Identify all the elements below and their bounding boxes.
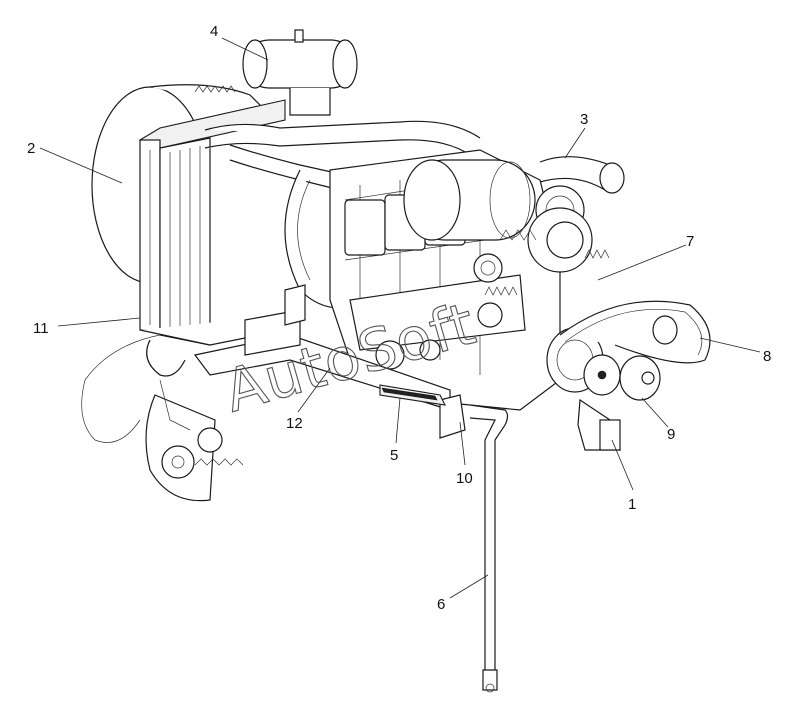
leader-1 <box>611 439 634 491</box>
callout-10: 10 <box>456 470 473 487</box>
air-cleaner <box>403 159 536 241</box>
front-pulleys <box>546 300 711 451</box>
callout-5: 5 <box>390 447 398 464</box>
intake-hose <box>539 156 625 194</box>
callout-2: 2 <box>27 140 35 157</box>
callout-3: 3 <box>580 111 588 128</box>
leader-3 <box>564 127 586 159</box>
upper-hose <box>204 120 481 191</box>
cable-loop <box>81 334 161 443</box>
callout-8: 8 <box>763 348 771 365</box>
leader-8 <box>699 337 761 353</box>
air-tank <box>242 29 358 116</box>
leader-9 <box>641 397 669 428</box>
callout-labels: 1 2 3 4 5 6 7 8 9 10 11 12 <box>27 23 771 613</box>
callout-leaders <box>39 37 761 599</box>
callout-6: 6 <box>437 596 445 613</box>
exhaust-pipe <box>469 404 509 693</box>
callout-1: 1 <box>628 496 636 513</box>
leader-11 <box>57 317 141 327</box>
callout-4: 4 <box>210 23 218 40</box>
leader-5 <box>395 397 401 444</box>
callout-11: 11 <box>33 320 49 337</box>
engine-frame <box>193 284 466 439</box>
bellows <box>484 249 610 296</box>
engine-drawing <box>81 29 711 693</box>
radiator <box>138 99 286 346</box>
leader-6 <box>449 574 489 599</box>
callout-12: 12 <box>286 415 303 432</box>
left-blower <box>145 339 244 502</box>
leader-12 <box>297 367 331 413</box>
leader-2 <box>39 147 123 184</box>
leader-4 <box>221 37 269 61</box>
turbocharger <box>473 185 593 283</box>
callout-9: 9 <box>667 426 675 443</box>
callout-7: 7 <box>686 233 694 250</box>
leader-7 <box>597 244 687 281</box>
leader-10 <box>459 421 466 466</box>
